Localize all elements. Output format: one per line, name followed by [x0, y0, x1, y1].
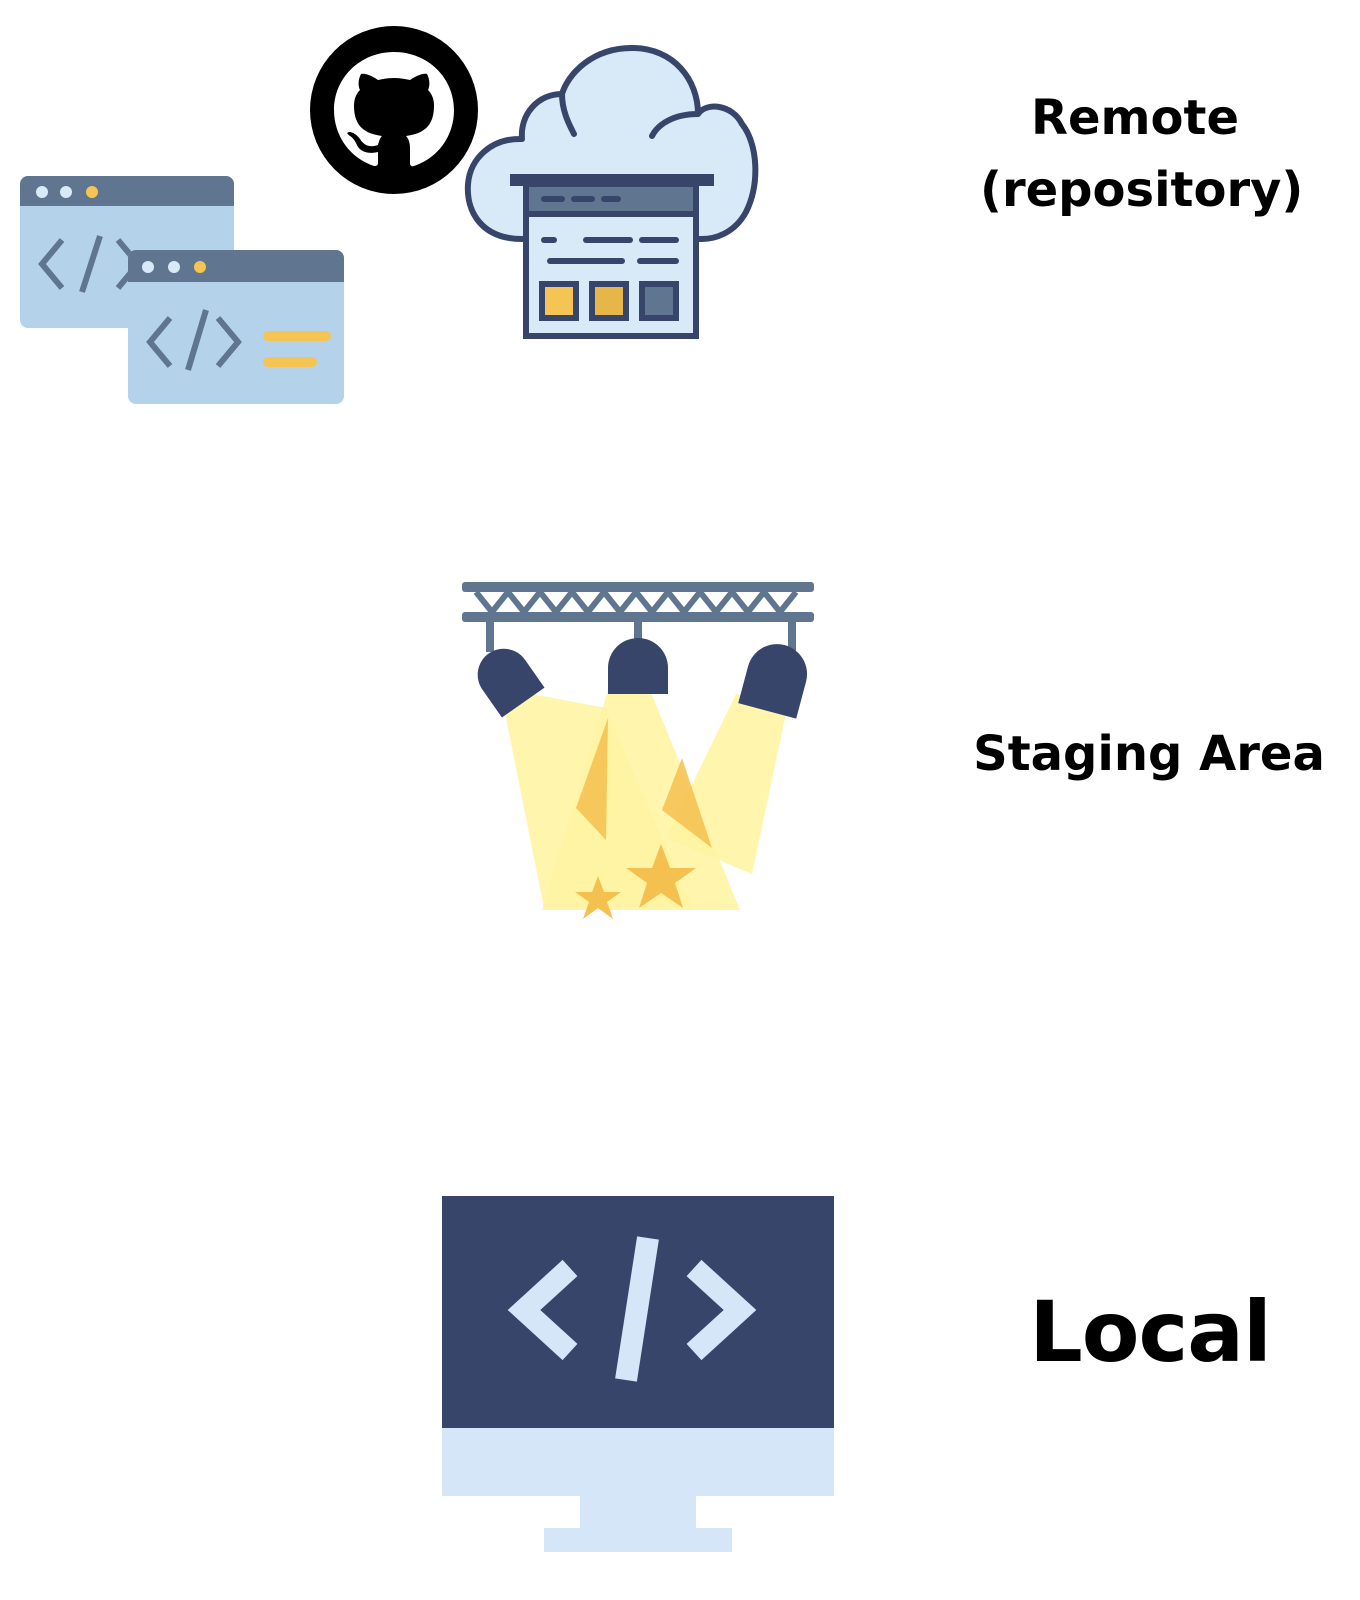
github-icon — [310, 26, 478, 194]
local-label: Local — [1029, 1283, 1272, 1381]
staging-label: Staging Area — [973, 726, 1325, 782]
code-monitor-icon — [442, 1196, 834, 1552]
cloud-server-icon — [464, 45, 759, 339]
code-window-icon — [128, 250, 344, 404]
remote-label-line2: (repository) — [980, 162, 1304, 218]
stage-spotlight-icon — [462, 582, 814, 919]
remote-label-line1: Remote — [1030, 90, 1239, 146]
code-window-icon — [20, 176, 234, 328]
remote-label: Remote (repository) — [980, 82, 1304, 226]
